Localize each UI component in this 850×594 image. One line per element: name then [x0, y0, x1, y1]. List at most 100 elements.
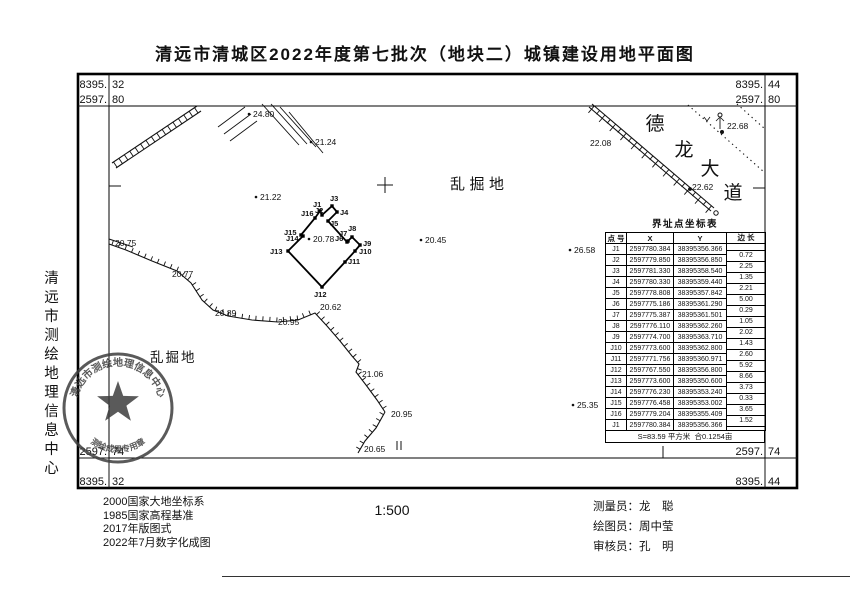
scarp-tick — [169, 263, 173, 269]
scarp-tick — [691, 191, 696, 197]
grid-coordinate-label: 32 — [112, 79, 124, 91]
boundary-point-label: J2 — [315, 206, 323, 215]
scale-label: 1:500 — [374, 502, 410, 518]
scarp-tick — [352, 353, 357, 358]
table-cell: J15 — [605, 397, 627, 409]
edge-length-value: 2.02 — [739, 328, 753, 336]
scarp-tick — [156, 258, 160, 264]
table-cell: 38395360.971 — [673, 353, 727, 365]
scarp-tick — [330, 326, 335, 331]
scarp-tick — [375, 418, 381, 422]
table-cell: 2597780.330 — [626, 276, 674, 288]
table-cell: 2597781.330 — [626, 265, 674, 277]
scarp-tick — [641, 151, 648, 159]
spot-height: 25.35 — [577, 400, 599, 410]
scarp-tick — [652, 160, 659, 168]
table-cell: 2597780.384 — [626, 243, 674, 255]
spot-height: 20.95 — [278, 317, 300, 327]
terrain-line — [223, 113, 252, 135]
boundary-point-j9 — [358, 243, 362, 247]
table-cell: 2597779.204 — [626, 408, 674, 420]
spot-height: 21.24 — [315, 137, 337, 147]
scarp-rail — [115, 110, 202, 169]
boundary-point-label: J4 — [340, 208, 349, 217]
scarp-tick — [334, 332, 339, 336]
boundary-point-label: J6 — [335, 234, 343, 243]
spot-height: 24.80 — [253, 109, 275, 119]
terrain-line — [270, 103, 308, 145]
scarp-tick — [156, 132, 161, 139]
table-cell: J12 — [605, 364, 627, 376]
table-cell: J14 — [605, 386, 627, 398]
boundary-point-label: J15 — [284, 228, 297, 237]
grid-coordinate-label: 74 — [112, 446, 124, 458]
grid-coordinate-label: 80 — [112, 94, 124, 106]
scarp-tick — [150, 256, 154, 261]
road-name-char: 道 — [723, 182, 742, 204]
scarp-tick — [649, 155, 654, 160]
table-cell: J8 — [605, 320, 627, 332]
boundary-point-label: J11 — [348, 257, 360, 266]
scarp-tick — [359, 440, 364, 444]
spot-height-dot — [307, 237, 311, 241]
scarp-tick — [670, 173, 675, 179]
spot-height: 20.95 — [391, 409, 413, 419]
scarp-tick — [234, 312, 237, 318]
spot-height-dot — [247, 112, 251, 116]
spot-height: 20.62 — [320, 302, 342, 312]
scarp-tick — [221, 309, 224, 314]
spot-height: 26.58 — [574, 245, 596, 255]
scarp-tick — [161, 129, 167, 136]
edge-cell-divider — [727, 315, 765, 317]
scarp-tick — [357, 368, 362, 371]
spot-height: 20.77 — [172, 269, 194, 279]
table-cell: J5 — [605, 287, 627, 299]
grid-coordinate-label: 8395. — [735, 476, 763, 488]
scarp-tick — [124, 245, 127, 250]
table-title: 界址点坐标表 — [651, 219, 718, 230]
table-cell: J2 — [605, 254, 627, 266]
scarp-tick — [118, 242, 121, 248]
scarp-tick — [370, 388, 375, 392]
edge-length-value: 3.65 — [739, 405, 753, 413]
scarp-tick — [123, 154, 129, 161]
edge-length-value: 2.21 — [739, 284, 753, 292]
edge-cell-divider — [727, 381, 765, 383]
spot-height: 20.89 — [215, 308, 237, 318]
scarp-tick — [378, 399, 383, 404]
scarp-tick — [325, 321, 330, 326]
boundary-point-j2 — [320, 213, 324, 217]
grid-coordinate-label: 44 — [768, 476, 780, 488]
table-area-summary: S=83.59 平方米 合0.1254亩 — [605, 431, 765, 443]
edge-cell-divider — [727, 326, 765, 328]
terrain-line — [719, 116, 725, 122]
column-header: 边 长 — [727, 233, 765, 244]
boundary-point-label: J8 — [348, 224, 356, 233]
boundary-point-j8 — [350, 235, 354, 239]
symbol-circle — [717, 112, 723, 118]
scarp-tick — [316, 311, 321, 315]
table-cell: 38395356.366 — [673, 243, 727, 255]
scarp-tick — [694, 196, 702, 204]
scarp-tick — [140, 143, 145, 150]
edge-cell-divider — [727, 359, 765, 361]
edge-length-value: 0.72 — [739, 251, 753, 259]
scarp-tick — [241, 313, 244, 319]
scarp-line — [357, 411, 386, 454]
table-cell: 38395353.002 — [673, 397, 727, 409]
spot-height: 20.65 — [364, 444, 386, 454]
table-cell: 2597773.600 — [626, 375, 674, 387]
point-dot — [688, 187, 692, 191]
note-line: 2000国家大地坐标系 — [103, 496, 205, 508]
boundary-point-label: J9 — [363, 239, 371, 248]
boundary-point-j5 — [326, 219, 330, 223]
scarp-tick — [113, 161, 118, 168]
scarp-tick — [372, 424, 377, 428]
